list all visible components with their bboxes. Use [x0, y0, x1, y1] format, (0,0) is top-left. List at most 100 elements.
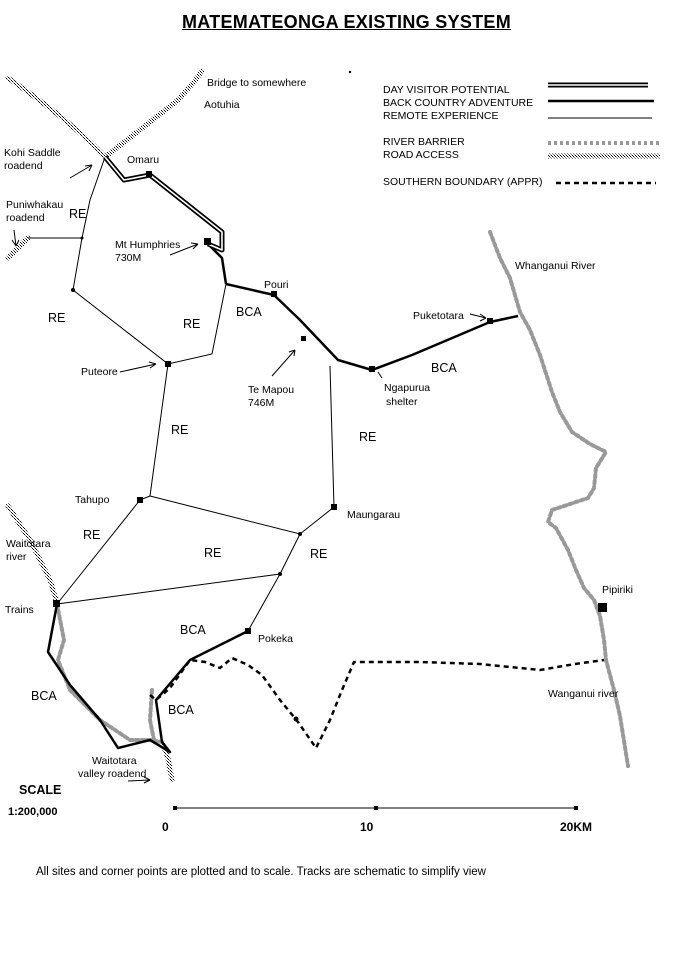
label-humphries-1: Mt Humphries — [115, 239, 181, 251]
marker-corner-5 — [293, 716, 299, 722]
scale-ratio: 1:200,000 — [8, 806, 58, 818]
label-aotuhia: Aotuhia — [204, 99, 240, 111]
zone-bca-2: BCA — [431, 361, 457, 375]
marker-ngapurua — [369, 366, 375, 372]
arrow-humphries — [169, 242, 199, 256]
zone-re-2: RE — [48, 311, 66, 325]
label-waitotara-river-2: river — [6, 551, 27, 563]
track-tahupo-trains — [56, 499, 141, 605]
zone-bca-4: BCA — [31, 689, 57, 703]
label-waitotara-valley-2: valley roadend — [78, 768, 147, 780]
label-temapou-2: 746M — [248, 397, 275, 409]
day-visitor-layer — [103, 155, 225, 253]
label-ngapurua-1: Ngapurua — [384, 382, 431, 394]
legend-day-visitor: DAY VISITOR POTENTIAL — [383, 84, 510, 96]
label-trains: Trains — [5, 604, 34, 616]
scale-tick-10: 10 — [360, 820, 374, 834]
track-pouri-ngapurua — [225, 282, 519, 372]
label-pipiriki: Pipiriki — [602, 584, 633, 596]
label-humphries-2: 730M — [115, 252, 142, 264]
arrow-puniwhakau — [11, 229, 20, 247]
label-puniwhakau-2: roadend — [6, 212, 45, 224]
zone-bca-5: BCA — [168, 703, 194, 717]
footnote: All sites and corner points are plotted … — [36, 866, 486, 878]
arrow-temapou — [271, 349, 296, 377]
zone-bca-1: BCA — [236, 305, 262, 319]
marker-omaru — [146, 171, 152, 177]
pointer-arrows — [11, 164, 487, 784]
map-title: MATEMATEONGA EXISTING SYSTEM — [181, 12, 512, 32]
label-pokeka: Pokeka — [258, 633, 294, 645]
road-aotuhia — [102, 68, 205, 160]
marker-corner-1 — [71, 288, 75, 292]
zone-re-4: RE — [171, 423, 189, 437]
scale-bar — [173, 806, 578, 810]
marker-corner-4 — [80, 236, 84, 240]
river-short-east — [147, 688, 156, 742]
arrow-ngapurua — [377, 371, 383, 379]
legend-southern-boundary: SOUTHERN BOUNDARY (APPR) — [383, 176, 543, 188]
arrow-kohi — [69, 164, 93, 179]
legend-back-country: BACK COUNTRY ADVENTURE — [383, 97, 534, 109]
label-kohi-2: roadend — [4, 160, 43, 172]
marker-trains — [53, 600, 60, 607]
road-puniwhakau — [5, 235, 31, 261]
southern-boundary-line — [149, 656, 605, 751]
label-pouri: Pouri — [264, 279, 289, 291]
marker-puketotara — [487, 318, 493, 324]
track-tahupo-maungarau — [149, 495, 335, 535]
legend-symbols — [548, 82, 660, 185]
track-trains-south — [46, 603, 249, 754]
label-kohi-1: Kohi Saddle — [4, 147, 61, 159]
scale-tick-20: 20KM — [560, 820, 593, 834]
marker-pokeka — [245, 628, 251, 634]
track-puteore-tahupo — [139, 363, 169, 501]
marker-corner-2 — [298, 532, 302, 536]
label-temapou-1: Te Mapou — [248, 384, 295, 396]
label-waitotara-valley-1: Waitotara — [92, 755, 137, 767]
label-whanganui-river: Whanganui River — [515, 260, 596, 272]
label-waitotara-river-1: Waitotara — [6, 538, 51, 550]
track-kohi-down — [81, 156, 106, 239]
marker-tahupo — [137, 497, 143, 503]
marker-pouri — [271, 291, 277, 297]
zone-re-1: RE — [69, 207, 87, 221]
track-omaru-humphries — [103, 155, 225, 253]
track-pokeka — [247, 573, 281, 632]
whanganui-river-line — [488, 230, 630, 768]
zone-re-8: RE — [310, 547, 328, 561]
legend-river-barrier: RIVER BARRIER — [383, 136, 465, 148]
marker-temapou — [301, 336, 306, 341]
legend-road-access: ROAD ACCESS — [383, 149, 459, 161]
arrow-waitotara-valley — [127, 776, 151, 784]
label-omaru: Omaru — [127, 154, 160, 166]
site-markers — [53, 70, 607, 722]
zone-re-5: RE — [359, 430, 377, 444]
road-bridge — [5, 75, 108, 160]
road-waitotara-upper — [5, 503, 60, 606]
marker-puteore — [165, 361, 171, 367]
waitotara-river-line — [55, 602, 164, 744]
label-puniwhakau-1: Puniwhakau — [6, 199, 64, 211]
scale-tick-0: 0 — [162, 820, 169, 834]
zone-re-3: RE — [183, 317, 201, 331]
track-temapou — [329, 365, 335, 508]
scale-label: SCALE — [19, 783, 62, 797]
label-tahupo: Tahupo — [75, 494, 110, 506]
arrow-puteore — [119, 361, 157, 373]
road-access-layer — [5, 68, 205, 783]
marker-corner-3 — [278, 572, 282, 576]
label-puteore: Puteore — [81, 366, 118, 378]
marker-maungarau — [331, 504, 337, 510]
label-bridge: Bridge to somewhere — [207, 77, 307, 89]
label-ngapurua-2: shelter — [386, 396, 418, 408]
marker-corner-6 — [348, 70, 352, 74]
marker-humphries — [204, 238, 211, 245]
zone-bca-3: BCA — [180, 623, 206, 637]
marker-pipiriki — [598, 603, 607, 612]
zone-re-6: RE — [83, 528, 101, 542]
arrow-puketotara — [469, 313, 487, 322]
label-puketotara: Puketotara — [413, 310, 464, 322]
label-maungarau: Maungarau — [347, 509, 401, 521]
